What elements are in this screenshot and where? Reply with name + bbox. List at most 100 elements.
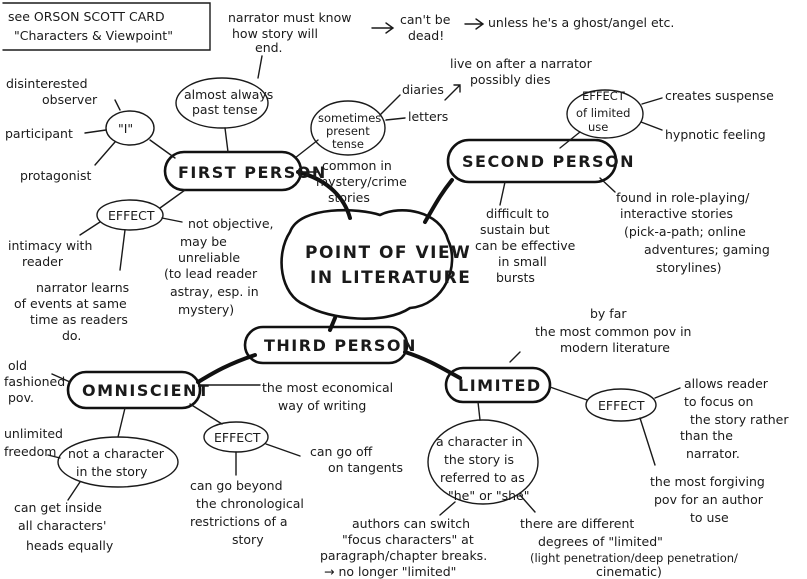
degrees-line-3: (light penetration/deep penetration/ bbox=[530, 551, 738, 565]
not-objective-line-6: mystery) bbox=[178, 302, 234, 317]
second-effect-line-1: EFFECT bbox=[582, 89, 626, 103]
reference-line-2: "Characters & Viewpoint" bbox=[14, 28, 173, 43]
live-on-line-1: live on after a narrator bbox=[450, 56, 593, 71]
learns-line-3: time as readers bbox=[30, 312, 128, 327]
limited-node bbox=[444, 366, 552, 404]
economical-line-1: the most economical bbox=[262, 380, 393, 395]
reference-line-1: see ORSON SCOTT CARD bbox=[8, 9, 165, 24]
tangents-line-1: can go off bbox=[310, 444, 373, 459]
mystery-line-1: common in bbox=[322, 158, 392, 173]
not-objective-line-1: not objective, bbox=[188, 216, 274, 231]
role-participant: participant bbox=[5, 126, 73, 141]
referred-line-2: the story is bbox=[444, 452, 514, 467]
present-tense-line-2: present bbox=[326, 124, 370, 138]
unlimited-line-2: freedom bbox=[4, 444, 56, 459]
difficult-line-3: can be effective bbox=[475, 238, 576, 253]
old-line-2: fashioned bbox=[4, 374, 65, 389]
hypnotic-label: hypnotic feeling bbox=[665, 127, 766, 142]
not-objective-line-5: astray, esp. in bbox=[170, 284, 259, 299]
cant-be-line-1: can't be bbox=[400, 12, 451, 27]
narrator-know-line-1: narrator must know bbox=[228, 10, 351, 25]
role-observer: observer bbox=[42, 92, 98, 107]
tangents-line-2: on tangents bbox=[328, 460, 403, 475]
second-effect-line-3: use bbox=[588, 120, 608, 134]
first-effect-node bbox=[96, 199, 164, 231]
second-person-title: SECOND PERSON bbox=[462, 152, 635, 171]
switch-line-2: "focus characters" at bbox=[342, 532, 474, 547]
common-line-2: the most common pov in bbox=[535, 324, 691, 339]
reference-box bbox=[2, 2, 211, 51]
focus-line-2: to focus on bbox=[684, 394, 753, 409]
old-line-1: old bbox=[8, 358, 27, 373]
difficult-line-4: in small bbox=[498, 254, 547, 269]
switch-line-3: paragraph/chapter breaks. bbox=[320, 548, 487, 563]
second-person-node bbox=[446, 138, 618, 184]
past-tense-node bbox=[175, 77, 269, 129]
switch-line-1: authors can switch bbox=[352, 516, 470, 531]
mystery-line-2: mystery/crime bbox=[316, 174, 407, 189]
past-tense-line-2: past tense bbox=[192, 102, 258, 117]
common-line-3: modern literature bbox=[560, 340, 670, 355]
present-tense-line-3: tense bbox=[332, 137, 364, 151]
not-objective-line-3: unreliable bbox=[178, 250, 240, 265]
third-person-title: THIRD PERSON bbox=[264, 336, 417, 355]
learns-line-4: do. bbox=[62, 328, 81, 343]
narrator-know-line-2: how story will bbox=[232, 26, 318, 41]
omniscient-node bbox=[66, 370, 202, 410]
beyond-line-2: the chronological bbox=[196, 496, 304, 511]
focus-line-3: the story rather bbox=[690, 412, 789, 427]
present-tense-line-1: sometimes bbox=[318, 111, 381, 125]
letters-label: letters bbox=[408, 109, 448, 124]
cant-be-line-2: dead! bbox=[408, 28, 444, 43]
old-line-3: pov. bbox=[8, 390, 34, 405]
found-in-line-2: interactive stories bbox=[620, 206, 733, 221]
omniscient-title: OMNISCIENT bbox=[82, 381, 210, 400]
not-character-line-2: in the story bbox=[76, 464, 148, 479]
center-title-line-2: IN LITERATURE bbox=[310, 268, 471, 288]
not-character-node bbox=[57, 436, 179, 488]
forgiving-line-3: to use bbox=[690, 510, 729, 525]
second-effect-node bbox=[566, 89, 644, 139]
connector-omniscient bbox=[196, 353, 257, 384]
learns-line-1: narrator learns bbox=[36, 280, 129, 295]
limited-effect-label: EFFECT bbox=[598, 398, 645, 413]
limited-effect-node bbox=[585, 388, 657, 422]
intimacy-line-2: reader bbox=[22, 254, 64, 269]
connector-first-person bbox=[296, 170, 352, 220]
focus-line-1: allows reader bbox=[684, 376, 769, 391]
role-disinterested: disinterested bbox=[6, 76, 88, 91]
connector-second-person bbox=[423, 178, 454, 224]
diaries-label: diaries bbox=[402, 82, 444, 97]
mystery-line-3: stories bbox=[328, 190, 370, 205]
connector-limited bbox=[403, 350, 462, 380]
third-person-node bbox=[243, 325, 409, 365]
suspense-label: creates suspense bbox=[665, 88, 774, 103]
not-objective-line-4: (to lead reader bbox=[164, 266, 258, 281]
second-effect-line-2: of limited bbox=[576, 106, 630, 120]
center-cloud bbox=[280, 208, 454, 320]
inside-line-1: can get inside bbox=[14, 500, 102, 515]
i-node bbox=[105, 110, 155, 146]
learns-line-2: of events at same bbox=[14, 296, 127, 311]
unless-ghost: unless he's a ghost/angel etc. bbox=[488, 15, 674, 30]
referred-line-3: referred to as bbox=[440, 470, 525, 485]
center-title-line-1: POINT OF VIEW bbox=[305, 243, 471, 263]
found-in-line-4: adventures; gaming bbox=[644, 242, 770, 257]
present-tense-node bbox=[310, 100, 386, 156]
forgiving-line-1: the most forgiving bbox=[650, 474, 765, 489]
economical-line-2: way of writing bbox=[278, 398, 366, 413]
inside-line-2: all characters' bbox=[18, 518, 106, 533]
found-in-line-5: storylines) bbox=[656, 260, 722, 275]
beyond-line-4: story bbox=[232, 532, 264, 547]
difficult-line-5: bursts bbox=[496, 270, 535, 285]
past-tense-line-1: almost always bbox=[184, 87, 273, 102]
referred-line-4: "he" or "she" bbox=[448, 488, 529, 503]
difficult-line-1: difficult to bbox=[486, 206, 549, 221]
first-person-node bbox=[163, 150, 303, 192]
beyond-line-1: can go beyond bbox=[190, 478, 283, 493]
narrator-know-line-3: end. bbox=[255, 40, 283, 55]
beyond-line-3: restrictions of a bbox=[190, 514, 288, 529]
role-protagonist: protagonist bbox=[20, 168, 91, 183]
degrees-line-2: degrees of "limited" bbox=[538, 534, 663, 549]
